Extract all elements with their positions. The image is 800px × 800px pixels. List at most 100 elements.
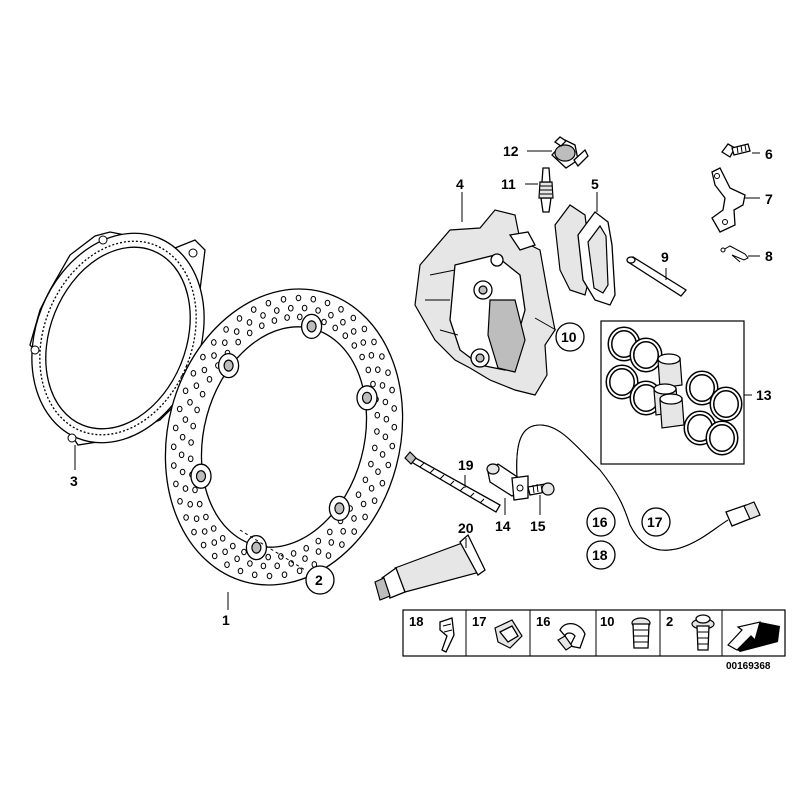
disc-hole — [233, 328, 240, 335]
disc-hole — [192, 486, 198, 494]
part-label-17: 17 — [647, 514, 663, 530]
disc-hole — [295, 294, 302, 302]
disc-mount-boss — [190, 463, 212, 489]
seal-ring — [709, 386, 743, 422]
disc-hole — [379, 451, 386, 458]
disc-hole — [351, 528, 358, 535]
disc-hole — [211, 339, 217, 346]
disc-hole — [177, 498, 183, 505]
part-circle-18 — [586, 540, 616, 570]
bleed-cap — [551, 136, 589, 169]
disc-hole — [325, 552, 332, 559]
disc-hole — [203, 513, 209, 521]
cable-tie — [404, 451, 501, 513]
disc-hole — [187, 501, 193, 508]
legend-label-10: 10 — [600, 614, 614, 629]
disc-hole — [315, 537, 322, 545]
flange-bolt-icon — [691, 614, 715, 651]
legend-label-17: 17 — [472, 614, 486, 629]
part-label-6: 6 — [765, 146, 773, 162]
abs-sensor-ring — [29, 231, 206, 446]
disc-hole — [379, 353, 385, 360]
part-label-9: 9 — [661, 249, 669, 265]
disc-hole — [362, 513, 368, 521]
disc-hole — [327, 528, 333, 536]
disc-hole — [219, 535, 226, 542]
sensor-cable — [516, 424, 761, 551]
disc-hole — [375, 366, 381, 374]
disc-hole — [188, 439, 194, 446]
part-label-19: 19 — [458, 457, 474, 473]
disc-hole — [389, 386, 395, 394]
disc-hole — [173, 480, 179, 488]
diagram-code: 00169368 — [726, 661, 771, 672]
part-label-3: 3 — [70, 473, 78, 489]
disc-hole — [383, 415, 390, 423]
disc-hole — [235, 338, 241, 346]
disc-hole — [385, 461, 392, 469]
disc-hole — [351, 342, 358, 349]
disc-hole — [379, 382, 386, 389]
disc-mount-bosses — [190, 313, 378, 561]
arrow-icon — [727, 621, 780, 652]
disc-hole — [288, 304, 294, 312]
disc-hole — [193, 382, 200, 390]
part-label-2: 2 — [315, 572, 323, 588]
disc-hole — [351, 515, 357, 522]
disc-hole — [389, 442, 396, 450]
disc-hole — [260, 562, 267, 570]
disc-hole — [315, 307, 321, 314]
disc-hole — [371, 338, 377, 346]
disc-hole — [194, 406, 200, 414]
disc-hole — [297, 313, 303, 321]
disc-hole — [301, 304, 308, 312]
disc-hole — [251, 571, 258, 579]
disc-hole — [241, 548, 247, 556]
clamp-icon — [494, 619, 523, 649]
legend-label-18: 18 — [409, 614, 423, 629]
disc-hole — [360, 500, 367, 508]
brake-caliper — [414, 209, 556, 396]
disc-hole — [170, 443, 177, 451]
disc-hole — [200, 541, 207, 549]
disc-hole — [182, 416, 189, 423]
disc-hole — [374, 411, 381, 419]
seal-ring — [629, 337, 663, 373]
disc-hole — [265, 299, 272, 307]
disc-mount-boss — [300, 313, 323, 340]
part-circle-16 — [586, 507, 616, 537]
disc-hole — [266, 572, 273, 580]
legend-label-16: 16 — [536, 614, 550, 629]
disc-hole — [324, 299, 331, 307]
sensor-bracket — [711, 167, 746, 233]
disc-hole — [201, 528, 208, 535]
disc-hole — [187, 455, 194, 463]
part-label-7: 7 — [765, 191, 773, 207]
abs-sensor — [486, 463, 529, 501]
disc-hole — [274, 307, 280, 314]
leader-line — [534, 317, 557, 331]
disc-hole — [246, 329, 253, 337]
disc-hole — [176, 405, 183, 413]
disc-hole — [182, 387, 189, 395]
grease-tube — [374, 533, 486, 601]
disc-hole — [172, 424, 179, 432]
seal-ring — [605, 364, 639, 400]
disc-hole — [379, 479, 386, 487]
part-label-15: 15 — [530, 518, 546, 534]
disc-hole — [280, 296, 287, 303]
disc-hole — [303, 545, 310, 552]
disc-hole — [340, 318, 346, 326]
disc-hole — [274, 562, 281, 570]
disc-hole — [178, 451, 185, 459]
disc-hole — [265, 553, 272, 561]
part-label-14: 14 — [495, 518, 511, 534]
disc-hole — [350, 314, 357, 322]
screw-icon — [631, 617, 651, 649]
part-label-10: 10 — [561, 329, 577, 345]
disc-hole — [190, 422, 196, 430]
disc-mount-boss — [328, 495, 351, 522]
disc-hole — [284, 314, 290, 321]
disc-hole — [368, 352, 375, 359]
disc-hole — [328, 539, 335, 546]
